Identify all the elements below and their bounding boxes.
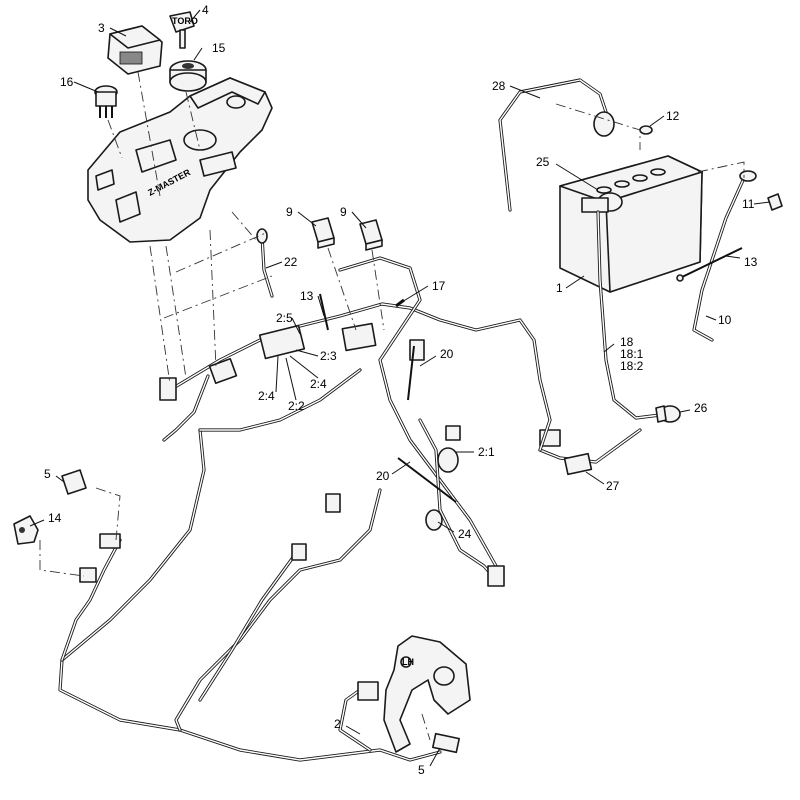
relay-part-left [311, 217, 335, 249]
cable-tie-20-part [397, 345, 457, 503]
side-marker-decal: LH [402, 657, 414, 667]
negative-cable-part [692, 170, 757, 342]
callout-9-left: 9 [286, 205, 293, 219]
relay-part-right [359, 219, 383, 251]
terminal-boot-part [581, 192, 623, 213]
callout-3: 3 [98, 21, 105, 35]
callout-17: 17 [432, 279, 446, 293]
callout-13-right: 13 [744, 255, 758, 269]
callout-20-top: 20 [440, 347, 454, 361]
bolt-part [767, 193, 783, 211]
fuse-holder-part [538, 428, 642, 476]
battery-part [559, 155, 703, 293]
callout-27: 27 [606, 479, 620, 493]
callout-labels: 3 4 15 16 9 9 22 13 2:5 2:3 2:4 2:4 2:2 … [44, 3, 758, 777]
screw-17-part [395, 298, 405, 308]
display-module-part [107, 25, 163, 75]
wire-harness [58, 256, 552, 762]
callout-15: 15 [212, 41, 226, 55]
callout-2-2: 2:2 [288, 399, 305, 413]
alignment-lines [39, 71, 745, 741]
callout-2-5: 2:5 [276, 311, 293, 325]
seat-switch-part [61, 469, 87, 495]
callout-25: 25 [536, 155, 550, 169]
callout-4: 4 [202, 3, 209, 17]
battery-hold-down-part [498, 78, 615, 212]
callout-12: 12 [666, 109, 680, 123]
callout-28: 28 [492, 79, 506, 93]
callout-1: 1 [556, 281, 563, 295]
callout-18: 18 [620, 335, 634, 349]
cable-tie-13-left-part [319, 293, 329, 331]
callout-18-2: 18:2 [620, 359, 644, 373]
harness-clamp-part [425, 509, 443, 531]
callout-5-bottom: 5 [418, 763, 425, 777]
callout-16: 16 [60, 75, 74, 89]
callout-24: 24 [458, 527, 472, 541]
callout-20-bottom: 20 [376, 469, 390, 483]
callout-13-left: 13 [300, 289, 314, 303]
callout-14: 14 [48, 511, 62, 525]
callout-11: 11 [742, 197, 755, 211]
leader-lines [29, 9, 771, 767]
key-tag-decal: TORO [172, 16, 198, 26]
hex-nut-part [639, 125, 653, 135]
switch-14-part [13, 515, 39, 545]
callout-2-1: 2:1 [478, 445, 495, 459]
cable-boot-part [655, 405, 681, 423]
callout-18-1: 18:1 [620, 347, 644, 361]
callout-5-left: 5 [44, 467, 51, 481]
pto-switch-part [94, 85, 118, 118]
callout-26: 26 [694, 401, 708, 415]
ground-lead-part [256, 228, 274, 298]
callout-10: 10 [718, 313, 732, 327]
callout-2-4-right: 2:4 [310, 377, 327, 391]
lh-brake-bracket-part: LH [383, 635, 471, 753]
ignition-switch-part [169, 60, 207, 92]
ignition-key-part: TORO [169, 11, 198, 49]
positive-cable-part [596, 210, 670, 420]
callout-2-4-left: 2:4 [258, 389, 275, 403]
callout-2: 2 [334, 717, 341, 731]
control-console-panel: Z-MASTER [87, 77, 273, 243]
callout-22: 22 [284, 255, 298, 269]
callout-2-3: 2:3 [320, 349, 337, 363]
cable-tie-part [676, 247, 743, 282]
interlock-switch-part [432, 732, 460, 754]
callout-9-right: 9 [340, 205, 347, 219]
